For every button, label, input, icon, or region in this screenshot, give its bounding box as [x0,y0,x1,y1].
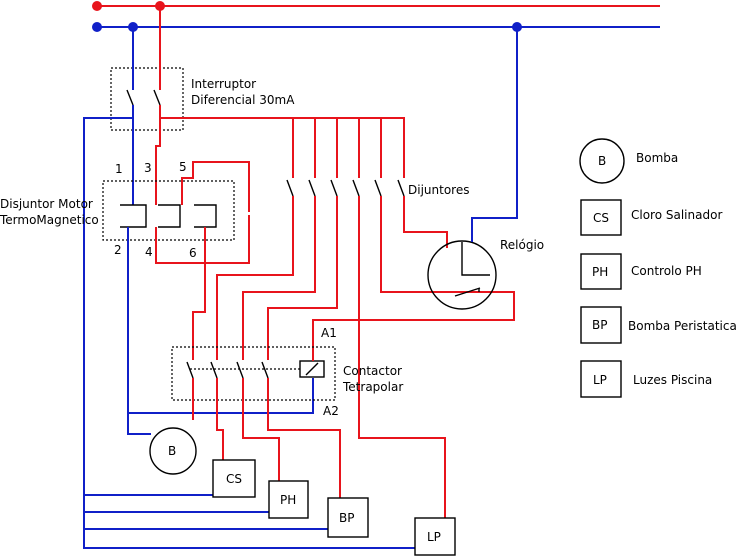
timer-clock: Relógio [427,27,544,310]
breaker-label-line2: TermoMagnetico [0,213,99,227]
legend-text-b: Bomba [636,151,678,165]
terminal-4: 4 [145,245,153,259]
coil-a2: A2 [323,404,339,418]
load-cs: CS [226,472,242,486]
breakers-label: Dijuntores [408,183,469,197]
load-b: B [168,444,176,458]
legend-text-ph: Controlo PH [631,264,702,278]
terminal-1: 1 [115,162,123,176]
legend-code-lp: LP [593,373,607,387]
loads: B CS PH BP LP [84,413,456,556]
supply-bus [92,1,660,32]
rcd-label-line1: Interruptor [191,77,256,91]
terminal-6: 6 [189,246,197,260]
load-bp: BP [339,511,354,525]
clock-label: Relógio [500,238,544,252]
contactor: A1 A2 Contactor Tetrapolar [171,326,403,498]
legend: B Bomba CS Cloro Salinador PH Controlo P… [579,138,737,398]
motor-breaker: 1 3 5 2 4 6 Disjuntor Motor TermoMagneti… [0,160,314,414]
load-ph: PH [280,493,296,507]
contactor-label-line1: Contactor [343,364,402,378]
legend-text-lp: Luzes Piscina [633,373,712,387]
circuit-breakers: Dijuntores [216,118,515,520]
terminal-3: 3 [144,161,152,175]
terminal-2: 2 [114,243,122,257]
legend-code-b: B [598,154,606,168]
residual-current-device: Interruptor Diferencial 30mA [110,6,295,135]
coil-a1: A1 [321,326,337,340]
legend-text-cs: Cloro Salinador [631,208,722,222]
distribution-wiring [83,117,415,549]
breaker-label-line1: Disjuntor Motor [0,197,93,211]
legend-code-cs: CS [593,211,609,225]
load-lp: LP [427,530,441,544]
terminal-5: 5 [179,160,187,174]
legend-text-bp: Bomba Peristatica [628,319,737,333]
legend-code-bp: BP [592,318,607,332]
rcd-label-line2: Diferencial 30mA [191,93,295,107]
contactor-label-line2: Tetrapolar [342,380,403,394]
legend-code-ph: PH [592,265,608,279]
